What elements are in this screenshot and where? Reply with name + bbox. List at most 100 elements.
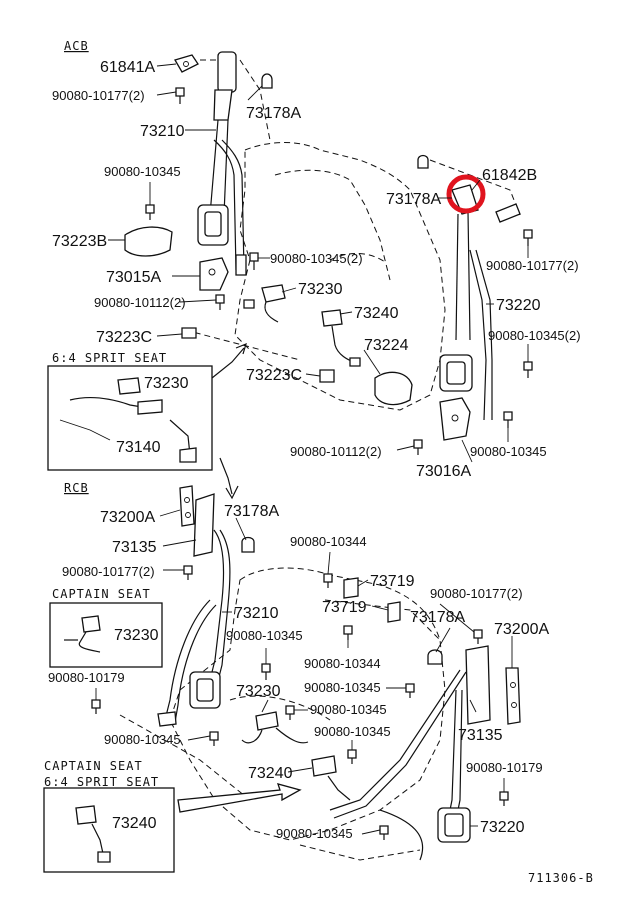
label-73224: 73224 (364, 337, 409, 354)
label-73200a-a: 73200A (100, 509, 155, 526)
anchor-61841a (174, 54, 199, 73)
label-73220-a: 73220 (496, 297, 541, 314)
label-73223c-b: 73223C (246, 367, 302, 384)
highlight-circle (446, 174, 486, 214)
section-64-sprit-seat-2: 6:4 SPRIT SEAT (44, 775, 159, 789)
bolt-73223c-b (319, 369, 335, 383)
seat-outline-lower (119, 567, 446, 861)
bolt-90080-10344-a (323, 573, 333, 588)
section-captain-seat: CAPTAIN SEAT (52, 587, 151, 601)
anchor-73200a-a (179, 485, 195, 527)
label-90080-10112-2-a: 90080-10112(2) (94, 295, 186, 310)
bolt-90080-10179-a (91, 699, 101, 714)
label-73230-a: 73230 (298, 281, 343, 298)
seat-belt-73210-lower (157, 529, 231, 727)
box-captain-seat (49, 602, 163, 668)
arrow-to-rcb-head (225, 485, 239, 500)
cover-73223b (124, 226, 173, 257)
label-73220-b: 73220 (480, 819, 525, 836)
bolt-90080-10345-b (503, 411, 513, 428)
label-90080-10345-f: 90080-10345 (310, 702, 387, 717)
section-rcb: RCB (64, 481, 89, 495)
label-90080-10345-g: 90080-10345 (314, 724, 391, 739)
bolt-90080-10345-g (347, 749, 357, 764)
label-73178a-c: 73178A (224, 503, 279, 520)
label-73178a-d: 73178A (410, 609, 465, 626)
arrow-64-sprit-head (235, 342, 247, 355)
retractor-73015a (199, 257, 229, 291)
label-73178a-b: 73178A (386, 191, 441, 208)
label-73230-box2: 73230 (114, 627, 159, 644)
label-90080-10345-h: 90080-10345 (276, 826, 353, 841)
anchor-73200a-b (505, 667, 521, 725)
label-90080-10345-e: 90080-10345 (304, 680, 381, 695)
label-90080-10112-2-b: 90080-10112(2) (290, 444, 382, 459)
label-90080-10345-2-a: 90080-10345(2) (270, 251, 363, 266)
section-captain-seat-2: CAPTAIN SEAT (44, 759, 143, 773)
bolt-90080-10344-b (343, 625, 353, 640)
label-61841a: 61841A (100, 59, 155, 76)
label-90080-10345-d: 90080-10345 (104, 732, 181, 747)
bolt-90080-10177-2-d (473, 629, 483, 644)
drawing-code: 711306-B (528, 871, 594, 885)
bolt-90080-10177-2-b (523, 229, 533, 246)
label-73016a: 73016A (416, 463, 471, 480)
seat-belt-73220-lower (329, 669, 471, 861)
cover-73178a-a (261, 73, 273, 89)
label-73240-box: 73240 (112, 815, 157, 832)
label-73240-a: 73240 (354, 305, 399, 322)
label-73210-a: 73210 (140, 123, 185, 140)
bolt-90080-10345-c (261, 663, 271, 680)
label-73140: 73140 (116, 439, 161, 456)
label-73719-b: 73719 (322, 599, 367, 616)
bolt-90080-10345-2-a (249, 252, 259, 270)
label-90080-10344-b: 90080-10344 (304, 656, 381, 671)
label-73210-b: 73210 (234, 605, 279, 622)
arrow-captain-64 (177, 783, 302, 813)
label-73200a-b: 73200A (494, 621, 549, 638)
section-64-sprit-seat: 6:4 SPRIT SEAT (52, 351, 167, 365)
label-90080-10179-b: 90080-10179 (466, 760, 543, 775)
bolt-73223c-a (181, 327, 197, 339)
bolt-90080-10177-2-c (183, 565, 193, 580)
arrow-to-rcb (219, 457, 233, 495)
label-73178a-a: 73178A (246, 105, 301, 122)
trim-73135-b (465, 645, 491, 725)
bolt-90080-10112-2-a (215, 294, 225, 310)
buckle-73240-b (311, 755, 351, 801)
bolt-90080-10112-2-b (413, 439, 423, 455)
label-90080-10177-2-b: 90080-10177(2) (486, 258, 579, 273)
label-90080-10345-a: 90080-10345 (104, 164, 181, 179)
bolt-90080-10345-a (145, 204, 155, 220)
seat-belt-73220 (439, 184, 493, 421)
label-73719-a: 73719 (370, 573, 415, 590)
bracket-73719-a (343, 577, 359, 599)
label-90080-10345-c: 90080-10345 (226, 628, 303, 643)
label-73230-b: 73230 (236, 683, 281, 700)
bolt-90080-10345-h (379, 825, 389, 840)
label-90080-10345-b: 90080-10345 (470, 444, 547, 459)
box-captain-64-sprit-seat (43, 787, 175, 873)
bolt-90080-10177-a (175, 87, 185, 104)
section-acb: ACB (64, 39, 89, 53)
retractor-73016a (439, 397, 471, 441)
bolt-90080-10345-f (285, 705, 295, 720)
buckle-73230-b (241, 711, 309, 744)
bolt-90080-10179-b (499, 791, 509, 806)
buckle-73230-a (243, 284, 286, 323)
label-73135-b: 73135 (458, 727, 503, 744)
cover-73178a-d (427, 649, 443, 665)
trim-73135-a (193, 493, 215, 557)
leader-lines (95, 63, 529, 835)
bolt-90080-10345-e (405, 683, 415, 698)
bolt-90080-10345-2-b (523, 361, 533, 378)
label-73135-a: 73135 (112, 539, 157, 556)
anchor-61842b (495, 203, 521, 223)
label-73223b: 73223B (52, 233, 107, 250)
arrow-64-sprit (211, 347, 245, 379)
cover-73178a-c (241, 536, 255, 553)
label-90080-10177-2-a: 90080-10177(2) (52, 88, 145, 103)
label-90080-10179-a: 90080-10179 (48, 670, 125, 685)
